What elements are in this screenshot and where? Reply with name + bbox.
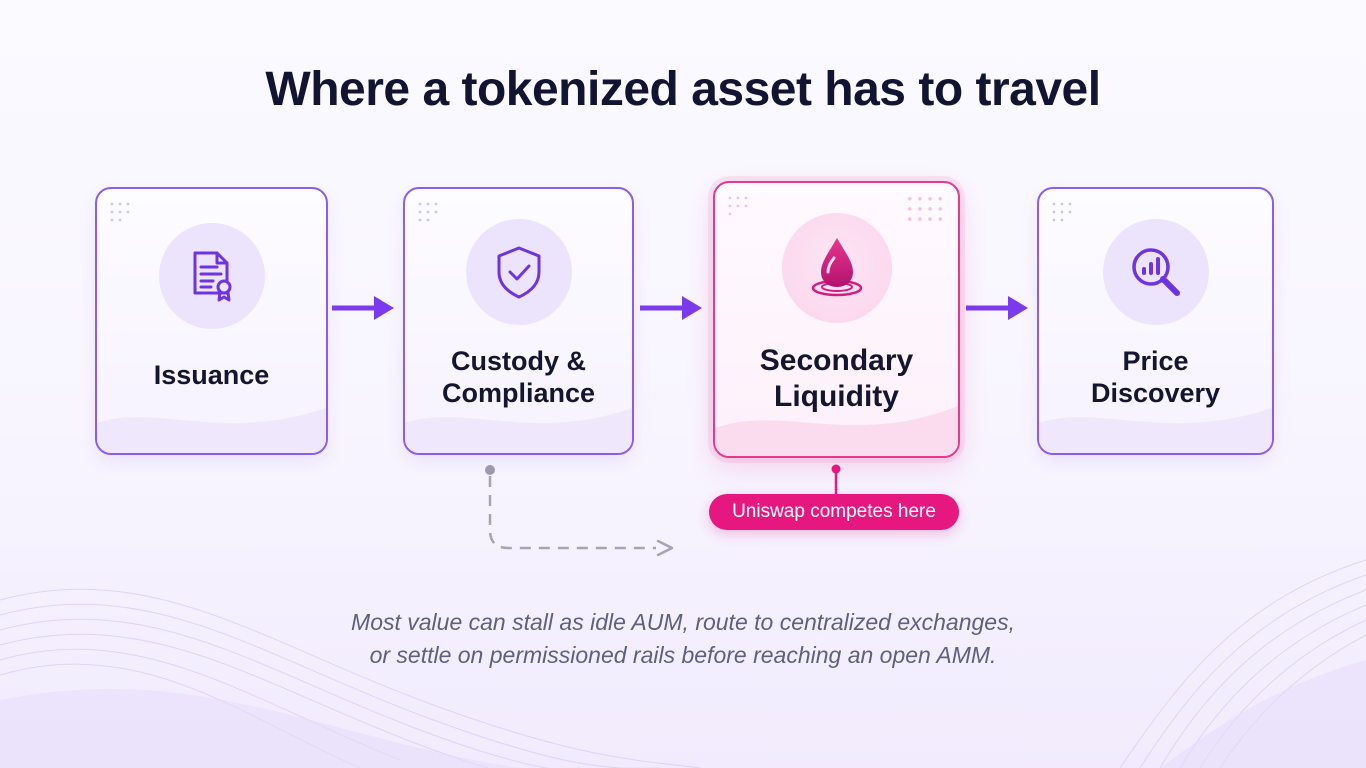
- step-card-secondary-liquidity: Secondary Liquidity: [713, 181, 960, 458]
- page-title: Where a tokenized asset has to travel: [265, 63, 1101, 116]
- step-card-price-discovery: Price Discovery: [1037, 187, 1274, 455]
- decorative-dots: [1052, 202, 1072, 222]
- step-label: Secondary Liquidity: [759, 344, 914, 413]
- caption-line: or settle on permissioned rails before r…: [369, 642, 997, 668]
- liquidity-drop-icon: [811, 238, 862, 297]
- card-wave: [1039, 408, 1272, 453]
- icon-badge: [158, 223, 265, 329]
- icon-badge: [781, 213, 892, 323]
- caption-line: Most value can stall as idle AUM, route …: [351, 609, 1015, 635]
- step-label: Price Discovery: [1090, 346, 1221, 409]
- certificate-document-icon: [193, 251, 231, 302]
- callout-badge: Uniswap competes here: [709, 494, 959, 530]
- flow-arrow: [966, 296, 1028, 320]
- icon-badge: [1102, 219, 1209, 325]
- shield-check-icon: [497, 246, 540, 299]
- magnifier-chart-icon: [1131, 248, 1180, 296]
- decorative-dots: [418, 202, 438, 222]
- flow-arrow: [332, 296, 394, 320]
- icon-badge: [465, 219, 572, 325]
- step-card-custody-compliance: Custody & Compliance: [403, 187, 634, 455]
- decorative-dots: [908, 197, 942, 221]
- callout-connector: [831, 464, 841, 496]
- step-label: Custody & Compliance: [441, 346, 596, 409]
- decorative-dots: [110, 202, 130, 222]
- card-wave: [715, 406, 958, 456]
- card-wave: [405, 408, 632, 453]
- card-wave: [97, 408, 326, 453]
- decorative-dots: [728, 196, 748, 216]
- dashed-route-arrow: [485, 465, 674, 557]
- flow-arrow: [640, 296, 702, 320]
- caption-text: Most value can stall as idle AUM, route …: [0, 606, 1366, 672]
- step-label: Issuance: [153, 360, 270, 390]
- step-card-issuance: Issuance: [95, 187, 328, 455]
